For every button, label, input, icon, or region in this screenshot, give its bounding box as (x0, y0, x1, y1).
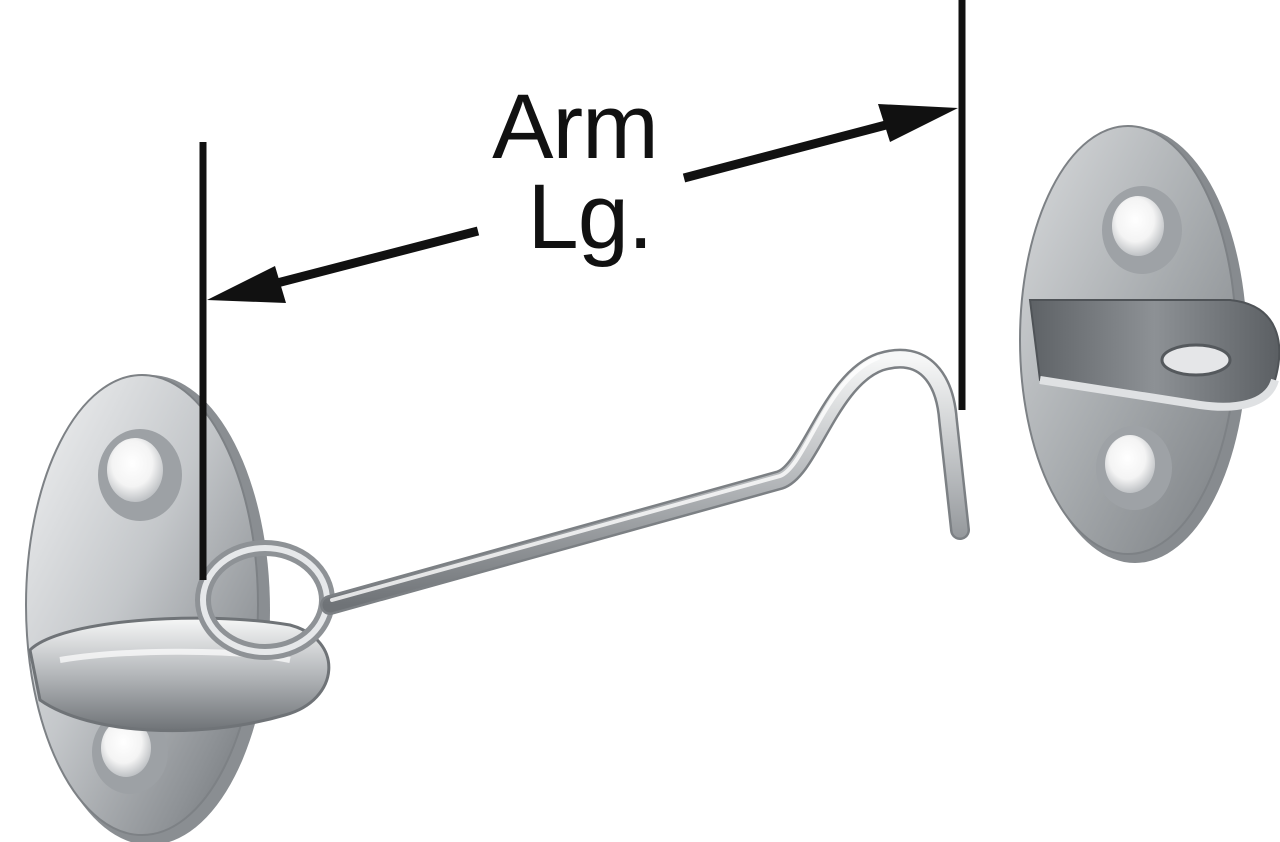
left-mounting-plate (25, 374, 331, 842)
left-arrowhead (207, 266, 286, 303)
arm-length-label-line1: Arm (492, 76, 658, 178)
right-arrowhead (878, 104, 958, 142)
hook-arm (195, 348, 970, 660)
right-plate-tab-hole (1160, 343, 1232, 377)
eye-bracket (28, 616, 331, 733)
right-eye-plate (1019, 125, 1280, 563)
left-dimension-line (248, 226, 480, 295)
arm-length-dimension: Arm Lg. (199, 0, 966, 580)
right-dimension-line (682, 115, 907, 183)
arm-length-label-line2: Lg. (528, 166, 653, 268)
